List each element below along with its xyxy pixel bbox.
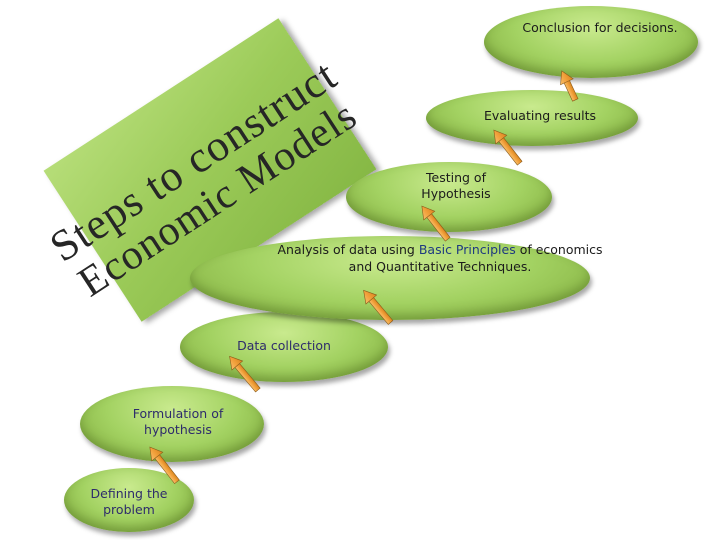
step-evaluating-label: Evaluating results <box>483 108 597 123</box>
step-formulation-label: Formulation of hypothesis <box>132 406 224 437</box>
arrow-4-icon <box>421 205 451 242</box>
arrow-5-icon <box>493 129 523 166</box>
step-evaluating <box>426 90 638 146</box>
arrow-2-icon <box>229 355 261 393</box>
step-analysis-text-after: of economics and Quantitative Techniques… <box>348 242 603 274</box>
step-data-collection <box>180 312 388 382</box>
arrow-6-icon <box>560 70 579 102</box>
step-analysis-label: Analysis of data using Basic Principles … <box>270 241 610 275</box>
step-analysis-text-before: Analysis of data using <box>277 242 419 257</box>
arrow-3-icon <box>363 289 394 325</box>
step-testing <box>346 162 552 232</box>
step-defining-label: Defining the problem <box>90 486 168 517</box>
step-formulation <box>80 386 264 462</box>
step-conclusion <box>484 6 698 78</box>
step-testing-label: Testing of Hypothesis <box>421 170 491 201</box>
arrow-1-icon <box>149 446 180 485</box>
step-analysis-text-highlight: Basic Principles <box>418 242 516 257</box>
step-analysis <box>190 236 590 320</box>
step-data-collection-label: Data collection <box>237 338 331 353</box>
step-conclusion-label: Conclusion for decisions. <box>522 20 678 35</box>
